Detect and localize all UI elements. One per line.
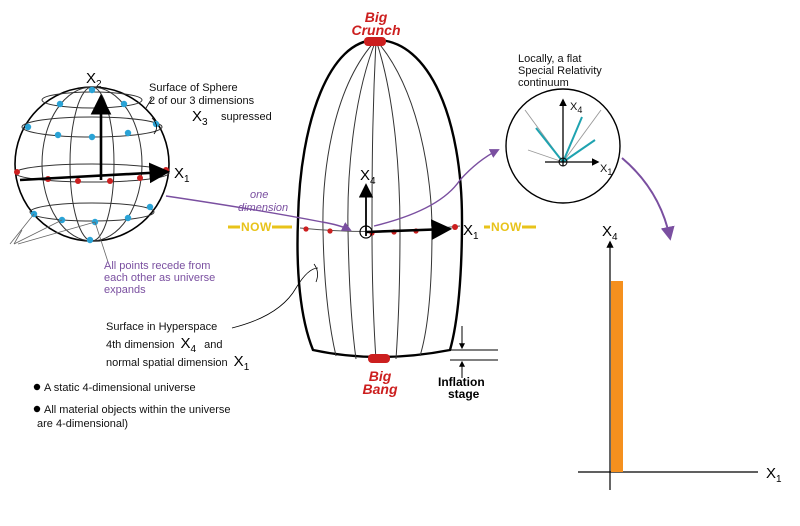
- big-crunch-label-2: Crunch: [352, 22, 401, 38]
- svg-text:NOW: NOW: [241, 220, 272, 234]
- two-of-three-dimensions-label: 2 of our 3 dimensions: [149, 95, 255, 107]
- recede-line-1: All points recede from: [104, 260, 210, 272]
- center-x1-axis: [365, 219, 453, 241]
- local-continuum-figure: [505, 88, 621, 204]
- surface-pointer-line: [231, 267, 319, 329]
- inflation-label-2: stage: [448, 387, 480, 401]
- one-label: one: [250, 189, 268, 201]
- local-x1-label: X1: [600, 163, 612, 177]
- sphere-figure: X2 X1: [9, 70, 190, 263]
- sphere-x1-axis: [19, 162, 171, 184]
- local-origin: [558, 157, 568, 167]
- hyperspace-label-1: Surface in Hyperspace: [106, 321, 217, 333]
- center-x1-label: X1: [463, 222, 479, 242]
- bullet-static-universe: A static 4-dimensional universe: [44, 382, 196, 394]
- sphere-x1-label: X1: [174, 165, 190, 185]
- big-bang-marker: [368, 354, 390, 363]
- to-local-arrow: [373, 149, 500, 227]
- locally-label-1: Locally, a flat: [518, 53, 581, 65]
- x3-suppressed-label: supressed: [221, 111, 272, 123]
- now-marker-right: NOW: [484, 220, 536, 234]
- local-circle: [505, 88, 621, 204]
- recede-pointer-lines: [9, 213, 109, 263]
- surface-pointer: [145, 97, 157, 135]
- bullet-list: A static 4-dimensional universe All mate…: [33, 382, 230, 430]
- surface-tick: [313, 263, 318, 283]
- hypersurface-meridians: [322, 39, 433, 361]
- center-x4-label: X4: [360, 167, 376, 187]
- sphere-points: [24, 86, 160, 244]
- svg-text:NOW: NOW: [491, 220, 522, 234]
- hypersurface-outline: [296, 38, 464, 359]
- to-plot-arrow: [621, 157, 675, 241]
- big-crunch-marker: [364, 37, 386, 46]
- sphere-latitude: [41, 91, 143, 109]
- x4-x1-plot: [578, 240, 758, 490]
- big-crunch-label-1: Big: [365, 9, 388, 25]
- bullet-material-objects-1: All material objects within the universe: [44, 404, 230, 416]
- sphere-x2-label: X2: [86, 70, 102, 90]
- locally-label-2: Special Relativity: [518, 65, 602, 77]
- bullet-dot: [33, 405, 41, 413]
- plot-x4-label: X4: [602, 223, 618, 243]
- now-marker-left: NOW: [228, 220, 292, 234]
- worldline-vectors: [535, 116, 596, 163]
- one-dimension-arrow: [165, 195, 352, 231]
- recede-line-3: expands: [104, 284, 146, 296]
- worldline-bar: [611, 281, 623, 472]
- big-bang-label-2: Bang: [363, 381, 398, 397]
- bullet-material-objects-2: are 4-dimensional): [37, 418, 128, 430]
- local-x4-label: X4: [570, 101, 582, 115]
- inflation-label-1: Inflation: [438, 375, 485, 389]
- big-bang-label-1: Big: [369, 368, 392, 384]
- bullet-dot: [33, 383, 41, 391]
- dimension-label: dimension: [238, 202, 288, 214]
- surface-of-sphere-label: Surface of Sphere: [149, 82, 238, 94]
- locally-label-3: continuum: [518, 77, 569, 89]
- recede-line-2: each other as universe: [104, 272, 215, 284]
- inflation-indicator: [450, 326, 498, 378]
- sphere-latitude: [29, 202, 155, 222]
- x3-label: X3: [192, 108, 208, 128]
- plot-x1-label: X1: [766, 465, 782, 485]
